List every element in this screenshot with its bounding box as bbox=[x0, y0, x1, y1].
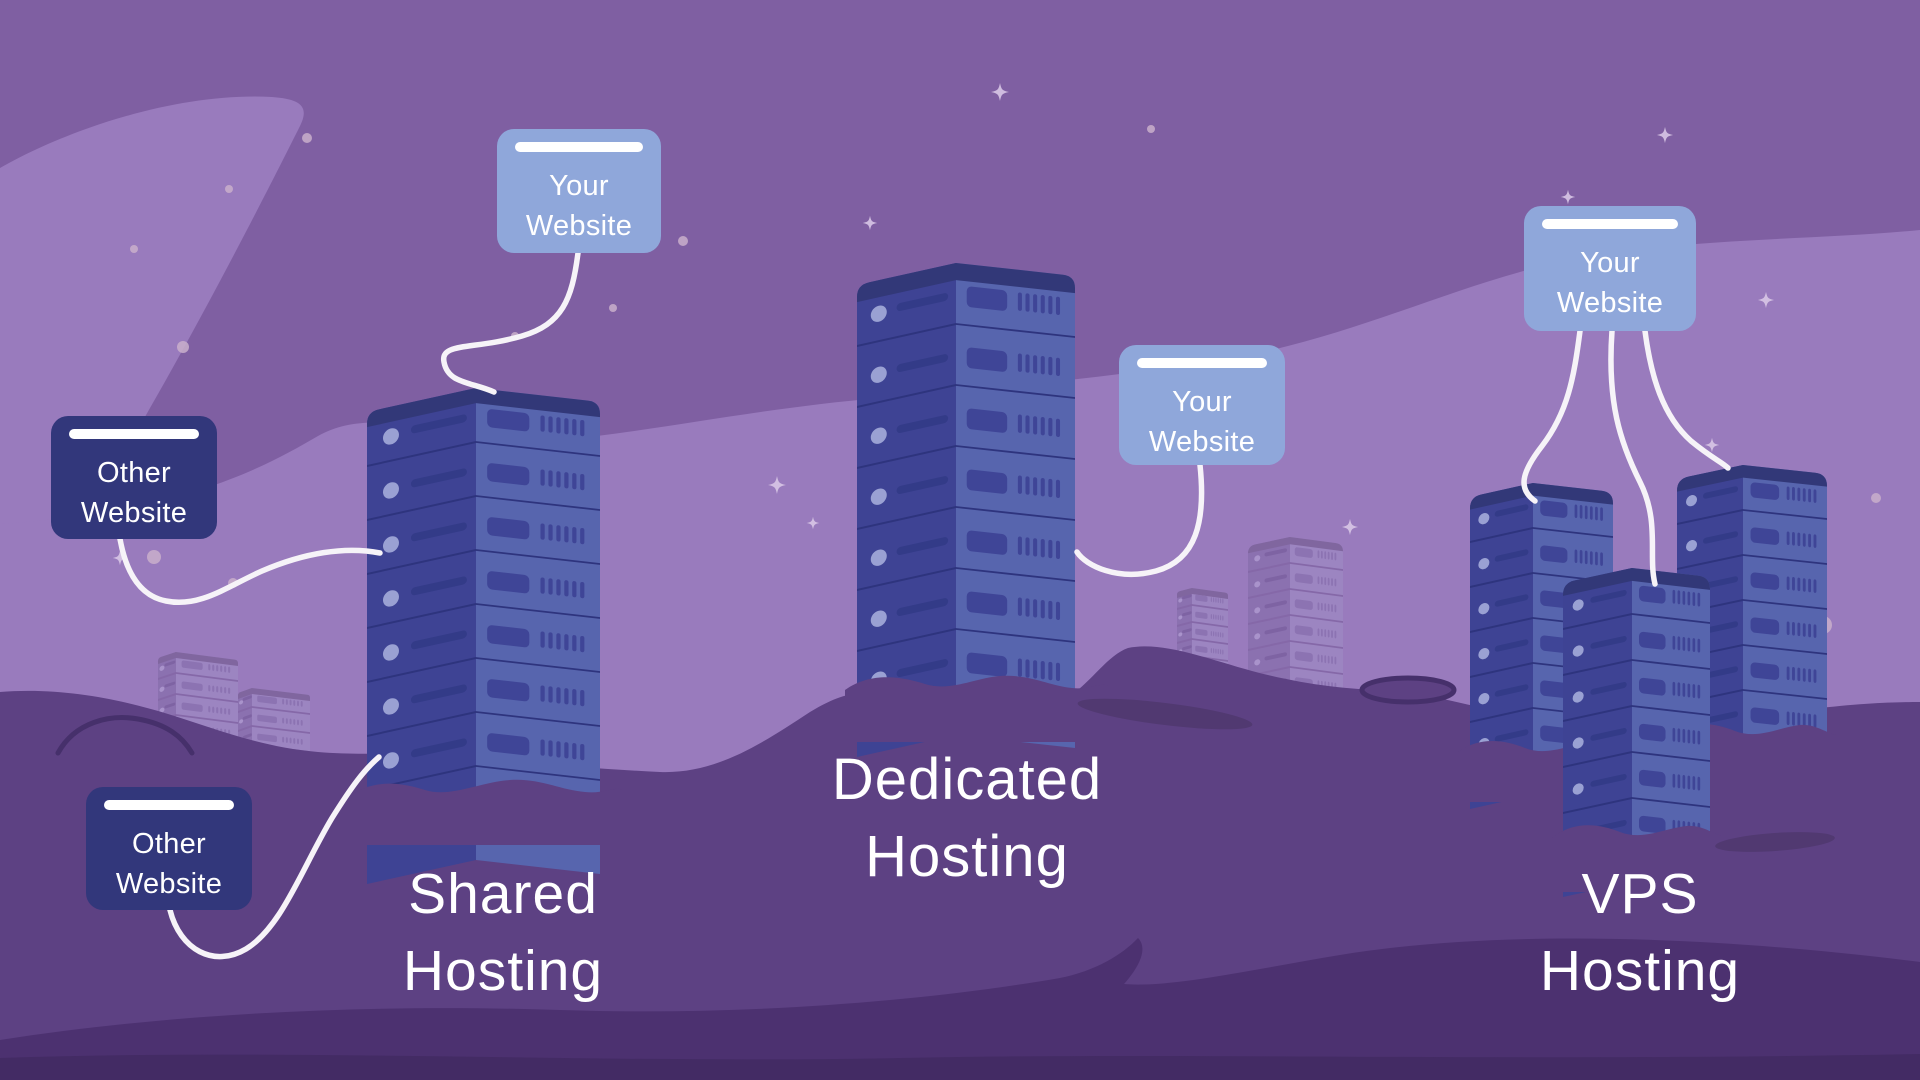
badge-label-line2: Website bbox=[80, 497, 188, 529]
star-dot bbox=[177, 341, 189, 353]
server-tower-shared bbox=[367, 388, 600, 885]
sparkle-star-icon bbox=[1656, 126, 1674, 144]
vps-center-tower-shadow bbox=[1715, 832, 1835, 852]
title-line2: Hosting bbox=[865, 824, 1069, 889]
star-dot bbox=[609, 304, 617, 312]
badge-label-line2: Website bbox=[1148, 426, 1256, 458]
your-website-badge-vps: Your Website bbox=[1524, 206, 1696, 331]
title-line1: Dedicated bbox=[831, 747, 1103, 812]
sparkle-star-icon bbox=[768, 476, 786, 494]
wire-your-website-to-vps-right bbox=[1642, 328, 1731, 471]
your-website-badge-shared: Your Website bbox=[497, 129, 661, 253]
connection-wires bbox=[117, 250, 1731, 960]
other-website-badge-2: Other Website bbox=[86, 787, 252, 910]
title-line1: VPS bbox=[1581, 862, 1699, 926]
badge-label: Your Website bbox=[1524, 243, 1696, 323]
sparkle-star-icon bbox=[991, 83, 1009, 101]
badge-label-line1: Other bbox=[96, 457, 172, 489]
star-dot bbox=[678, 236, 688, 246]
your-website-badge-dedicated: Your Website bbox=[1119, 345, 1285, 465]
bottom-strip bbox=[0, 1054, 1920, 1080]
dedicated-hosting-title: Dedicated Hosting bbox=[832, 741, 1102, 895]
badge-title-bar bbox=[104, 800, 234, 810]
server-tower-dedicated bbox=[857, 263, 1075, 757]
wire-other-website-1-to-shared bbox=[117, 536, 383, 605]
wire-your-website-to-vps-left bbox=[1521, 328, 1583, 504]
ground-lip-vps-center bbox=[1552, 825, 1722, 892]
badge-label-line2: Website bbox=[1556, 287, 1664, 319]
badge-title-bar bbox=[1137, 358, 1267, 368]
rock-mound-outline bbox=[55, 715, 195, 756]
bottom-wave bbox=[0, 938, 1920, 1080]
sparkle-star-icon bbox=[806, 516, 820, 530]
badge-title-bar bbox=[69, 429, 199, 439]
star-dot bbox=[1871, 493, 1881, 503]
title-line2: Hosting bbox=[1539, 939, 1741, 1003]
wire-other-website-2-to-shared bbox=[167, 754, 382, 960]
badge-label: Your Website bbox=[1119, 382, 1285, 462]
badge-label: Other Website bbox=[86, 824, 252, 904]
star-dot bbox=[1147, 125, 1155, 133]
star-dot bbox=[130, 245, 138, 253]
badge-label-line2: Website bbox=[525, 210, 633, 242]
star-dot bbox=[147, 550, 161, 564]
badge-label-line2: Website bbox=[115, 868, 223, 900]
other-website-badge-1: Other Website bbox=[51, 416, 217, 539]
star-dot bbox=[302, 133, 312, 143]
sparkle-star-icon bbox=[1757, 291, 1775, 309]
badge-label: Other Website bbox=[51, 453, 217, 533]
ground-lip-shared bbox=[345, 779, 622, 845]
ground-crater bbox=[1359, 675, 1457, 705]
sparkle-star-icon bbox=[1341, 518, 1359, 536]
badge-label-line1: Your bbox=[549, 170, 609, 202]
badge-label-line1: Other bbox=[131, 828, 207, 860]
vps-hosting-title: VPS Hosting bbox=[1540, 856, 1740, 1010]
badge-title-bar bbox=[1542, 219, 1678, 229]
dedicated-tower-shadow bbox=[1077, 698, 1253, 730]
server-tower-vps-center bbox=[1563, 568, 1710, 897]
title-line2: Hosting bbox=[402, 939, 604, 1003]
badge-title-bar bbox=[515, 142, 643, 152]
wire-your-website-to-dedicated bbox=[1074, 462, 1205, 577]
ground-lip-dedicated bbox=[845, 675, 1108, 742]
badge-label: Your Website bbox=[497, 166, 661, 246]
sparkle-star-icon bbox=[1704, 437, 1720, 453]
front-server-tower bbox=[1563, 568, 1710, 897]
shared-hosting-title: Shared Hosting bbox=[403, 856, 603, 1010]
star-dot bbox=[225, 185, 233, 193]
sparkle-star-icon bbox=[1560, 189, 1576, 205]
title-line1: Shared bbox=[408, 862, 598, 926]
wire-your-website-to-vps-center bbox=[1608, 328, 1658, 587]
badge-label-line1: Your bbox=[1580, 247, 1640, 279]
wire-your-website-to-shared bbox=[441, 250, 581, 395]
sparkle-star-icon bbox=[862, 215, 878, 231]
badge-label-line1: Your bbox=[1172, 386, 1232, 418]
sparkle-star-icon bbox=[112, 550, 128, 566]
